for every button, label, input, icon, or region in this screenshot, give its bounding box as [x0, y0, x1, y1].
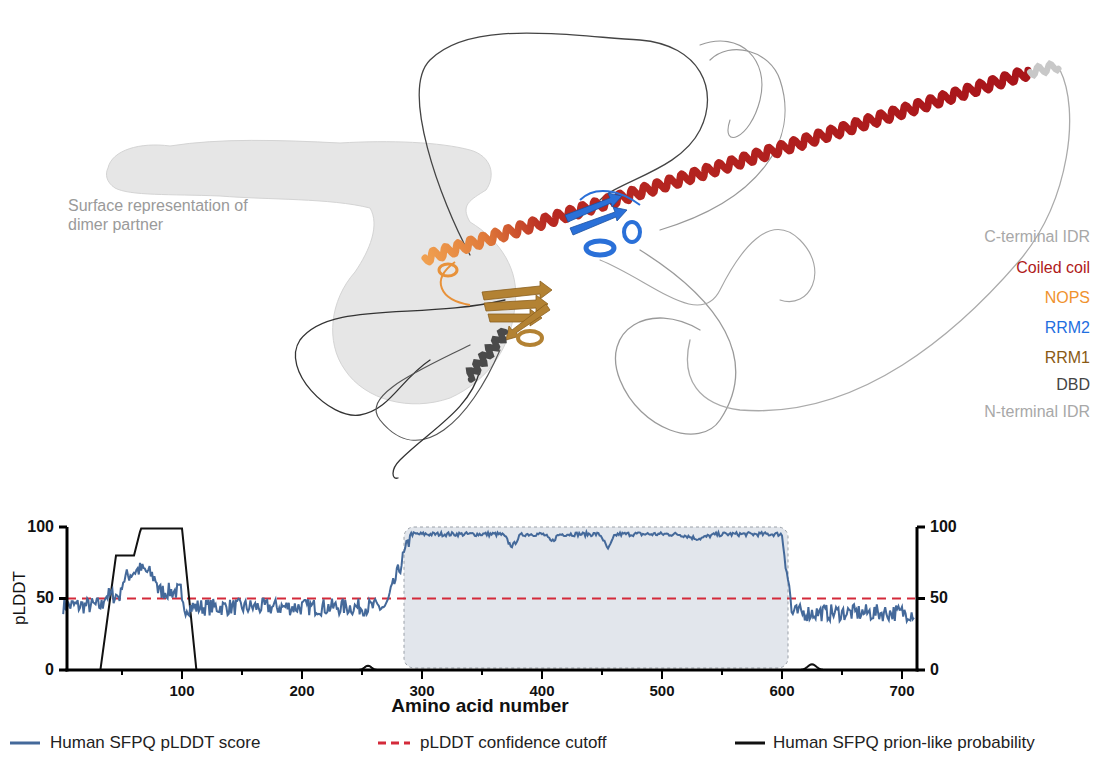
- rrm2-domain: [565, 191, 640, 255]
- x-tick: [121, 670, 123, 675]
- x-tick: [781, 670, 783, 679]
- x-tick: [601, 670, 603, 675]
- helix-tail: [1030, 64, 1059, 76]
- legend-line: [735, 742, 765, 745]
- x-tick: [541, 670, 543, 679]
- legend-label: pLDDT confidence cutoff: [420, 733, 607, 753]
- domain-label: DBD: [1056, 375, 1090, 394]
- plddt-curve: [63, 532, 914, 621]
- domain-label: RRM2: [1045, 318, 1090, 337]
- x-ticks: [122, 670, 902, 679]
- domain-label: NOPS: [1045, 288, 1090, 307]
- chart-axes: [59, 527, 925, 672]
- tick-label: 700: [889, 682, 914, 700]
- tick-label: 50: [930, 588, 948, 607]
- domain-label: N-terminal IDR: [984, 402, 1090, 421]
- axis-title: Amino acid number: [391, 695, 568, 718]
- legend-label: Human SFPQ prion-like probability: [773, 733, 1035, 753]
- x-tick: [181, 670, 183, 679]
- x-tick: [661, 670, 663, 679]
- tick-label: 100: [930, 517, 957, 536]
- x-tick: [901, 670, 903, 679]
- tick-label: 500: [649, 682, 674, 700]
- tick-label: 50: [36, 588, 54, 607]
- legend-line: [378, 742, 410, 745]
- legend-line: [10, 742, 40, 745]
- dbd-helix: [469, 331, 505, 380]
- tick-label: 0: [930, 660, 939, 679]
- prion-curve: [63, 528, 914, 670]
- domain-label: C-terminal IDR: [984, 227, 1090, 246]
- domain-label: RRM1: [1045, 348, 1090, 367]
- domain-label: Coiled coil: [1016, 258, 1090, 277]
- x-tick: [481, 670, 483, 675]
- tick-label: 600: [769, 682, 794, 700]
- tick-label: 200: [289, 682, 314, 700]
- legend-label: Human SFPQ pLDDT score: [50, 733, 260, 753]
- x-tick: [361, 670, 363, 675]
- tick-label: 100: [169, 682, 194, 700]
- cutoff-line: [67, 598, 915, 600]
- rrm1-domain: [482, 281, 552, 345]
- axis-title: pLDDT: [10, 571, 30, 625]
- tick-label: 0: [45, 660, 54, 679]
- tick-label: 100: [27, 517, 54, 536]
- x-tick: [301, 670, 303, 679]
- x-tick: [241, 670, 243, 675]
- x-tick: [421, 670, 423, 679]
- x-tick: [721, 670, 723, 675]
- dimer-surface: [106, 140, 515, 403]
- coiled-coil-helix: [425, 70, 1028, 262]
- x-tick: [841, 670, 843, 675]
- annotation-label: Surface representation of dimer partner: [68, 196, 288, 234]
